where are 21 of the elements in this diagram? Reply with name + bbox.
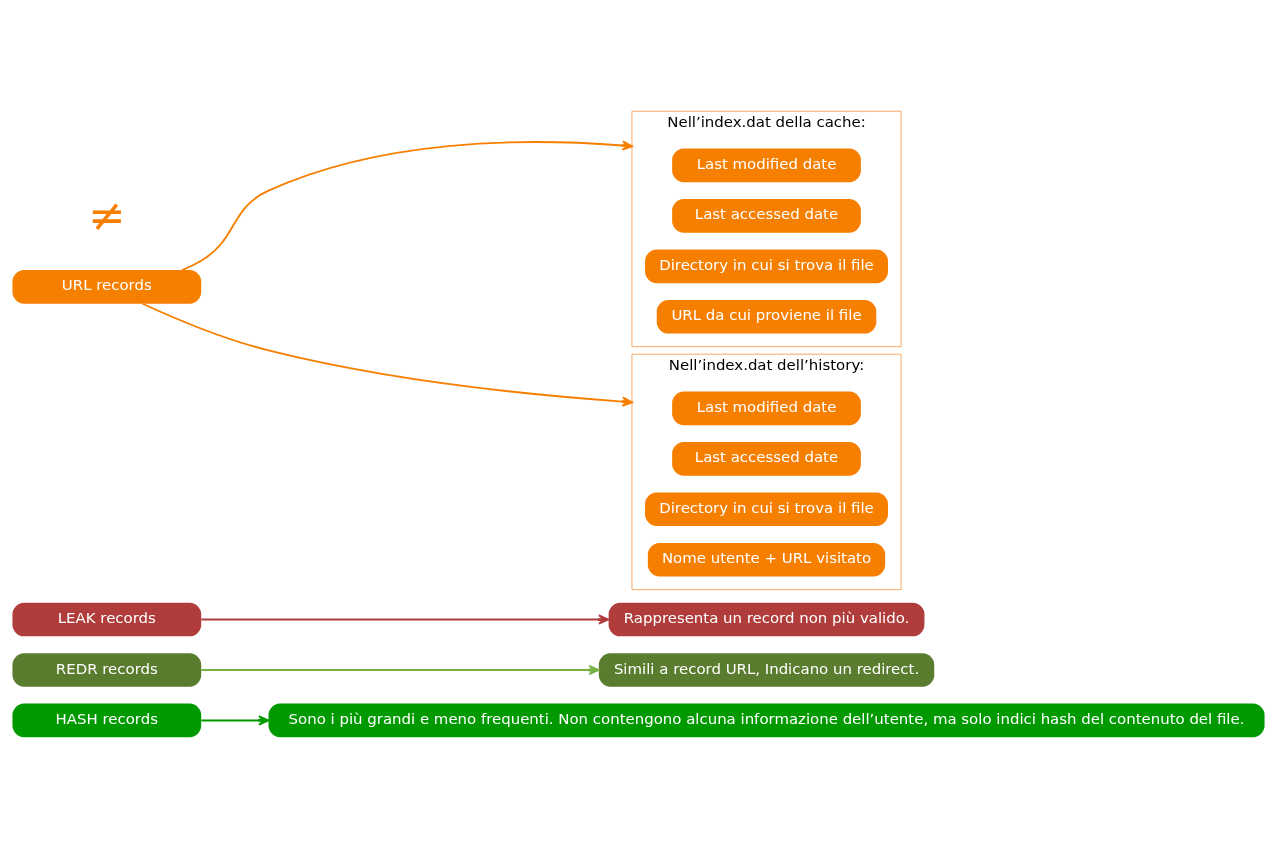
label: ≠ (88, 188, 126, 242)
node-box: URL da cui proviene il file (656, 299, 877, 334)
node-box: Directory in cui si trova il file (645, 249, 888, 284)
node-box: HASH records (12, 703, 202, 738)
node-box: Simili a record URL, Indicano un redirect. (598, 653, 935, 687)
node-box: Last accessed date (672, 442, 861, 476)
arrow (141, 302, 633, 407)
node-box: Sono i più grandi e meno frequenti. Non contengono alcuna informazione dell’utente, ma solo indici hash del contenuto del file. (268, 703, 1265, 738)
node-box: URL records (12, 270, 202, 304)
arrow (200, 715, 270, 726)
node-box: Rappresenta un record non più valido. (608, 602, 925, 637)
node-box: Last accessed date (672, 199, 861, 233)
arrow (200, 614, 610, 625)
arrow (181, 140, 633, 271)
node-box: REDR records (12, 653, 202, 687)
node-box: Last modified date (672, 148, 861, 183)
arrow (200, 664, 600, 676)
node-box: Last modified date (672, 391, 861, 426)
node-box: Directory in cui si trova il file (645, 492, 888, 527)
node-box: Nome utente + URL visitato (647, 542, 886, 577)
node-box: LEAK records (12, 602, 202, 637)
